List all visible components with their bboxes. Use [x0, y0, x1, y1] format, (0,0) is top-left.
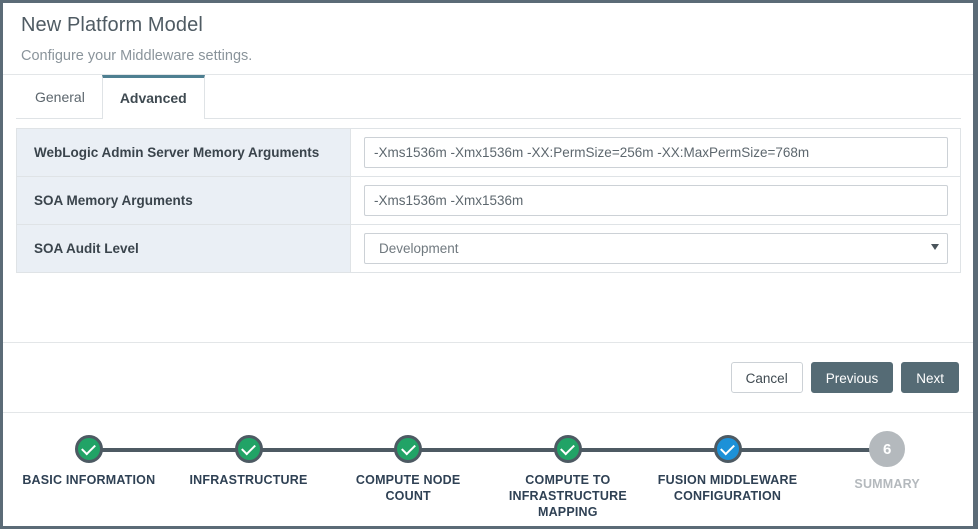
step-bullet-complete[interactable] [553, 435, 582, 463]
page-subtitle: Configure your Middleware settings. [21, 48, 253, 64]
field-label-soa-memory-arguments: SOA Memory Arguments [16, 176, 351, 225]
dialog-header: New Platform Model Configure your Middle… [3, 3, 973, 75]
step-connector [408, 448, 568, 452]
step-connector [88, 448, 249, 452]
check-icon [400, 440, 416, 455]
weblogic-admin-server-memory-arguments-input[interactable] [364, 137, 948, 168]
tab-general[interactable]: General [35, 89, 85, 105]
field-cell: Development [350, 224, 961, 273]
wizard-step-fusion-middleware-configuration[interactable]: FUSION MIDDLEWARE CONFIGURATION [648, 435, 888, 504]
step-bullet-complete[interactable] [234, 435, 263, 463]
actions-separator [3, 342, 973, 343]
step-bullet-complete[interactable] [394, 435, 423, 463]
wizard-step-compute-to-infrastructure-mapping[interactable]: COMPUTE TO INFRASTRUCTURE MAPPING [488, 435, 728, 520]
check-icon [720, 440, 735, 455]
step-bullet-complete[interactable] [74, 435, 103, 463]
step-number: 6 [883, 440, 892, 458]
wizard-progress: BASIC INFORMATION INFRASTRUCTURE COMPUTE… [3, 413, 973, 526]
soa-memory-arguments-input[interactable] [364, 185, 948, 216]
step-connector [248, 448, 409, 452]
check-icon [81, 440, 97, 455]
step-label: COMPUTE NODE COUNT [355, 473, 461, 503]
action-bar: Cancel Previous Next [3, 343, 973, 412]
wizard-step-infrastructure[interactable]: INFRASTRUCTURE [169, 435, 409, 488]
step-label: BASIC INFORMATION [22, 473, 156, 487]
tab-advanced[interactable]: Advanced [101, 75, 205, 120]
step-bullet-current[interactable] [713, 435, 742, 463]
step-label: COMPUTE TO INFRASTRUCTURE MAPPING [508, 473, 627, 519]
table-row: WebLogic Admin Server Memory Arguments [16, 128, 961, 177]
step-label: INFRASTRUCTURE [189, 473, 308, 487]
wizard-separator [3, 412, 973, 413]
page-title: New Platform Model [21, 14, 203, 36]
wizard-step-summary[interactable]: 6 SUMMARY [807, 431, 967, 492]
tab-bar-underline [16, 118, 961, 119]
next-button[interactable]: Next [901, 362, 959, 393]
previous-button[interactable]: Previous [810, 362, 894, 393]
check-icon [241, 440, 256, 455]
step-connector [567, 448, 728, 452]
soa-audit-level-value[interactable]: Development [364, 233, 948, 264]
field-label-weblogic-admin-server-memory-arguments: WebLogic Admin Server Memory Arguments [16, 128, 351, 177]
table-row: SOA Memory Arguments [16, 176, 961, 225]
tab-bar: General Advanced [3, 75, 973, 120]
table-row: SOA Audit Level Development [16, 224, 961, 273]
soa-audit-level-select[interactable]: Development [364, 233, 948, 264]
step-bullet-pending[interactable]: 6 [869, 431, 906, 467]
field-label-soa-audit-level: SOA Audit Level [16, 224, 351, 273]
settings-table: WebLogic Admin Server Memory Arguments S… [16, 128, 961, 273]
check-icon [560, 440, 576, 455]
wizard-step-basic-information[interactable]: BASIC INFORMATION [9, 435, 249, 488]
field-cell [350, 128, 961, 177]
step-connector [727, 448, 888, 452]
step-label: SUMMARY [854, 477, 920, 491]
wizard-step-compute-node-count[interactable]: COMPUTE NODE COUNT [328, 435, 568, 504]
step-label: FUSION MIDDLEWARE CONFIGURATION [657, 473, 798, 503]
settings-form: WebLogic Admin Server Memory Arguments S… [3, 119, 973, 273]
wizard-steps: BASIC INFORMATION INFRASTRUCTURE COMPUTE… [3, 431, 973, 520]
field-cell [350, 176, 961, 225]
cancel-button[interactable]: Cancel [730, 362, 803, 393]
